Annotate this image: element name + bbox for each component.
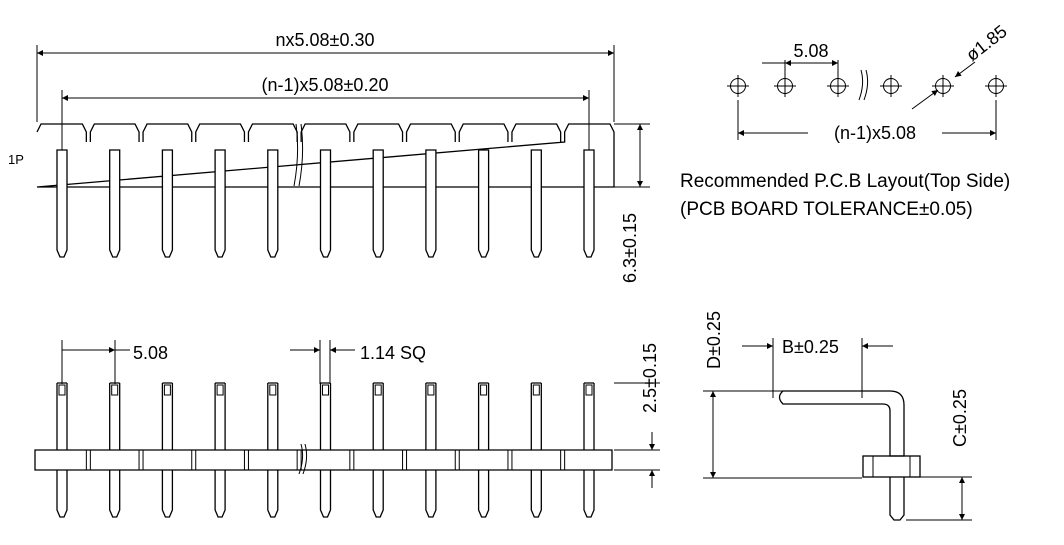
- front-pin: [109, 149, 121, 258]
- pcb-pitch-label: 5.08: [793, 41, 828, 61]
- side-pin-top: [214, 382, 226, 450]
- ra-lower-pin: [889, 477, 905, 521]
- side-pins: [56, 382, 595, 518]
- front-housing: [36, 123, 615, 188]
- dim-d-label: D±0.25: [704, 311, 724, 369]
- side-pin-bottom: [477, 470, 490, 518]
- side-pin-tip: [163, 384, 171, 396]
- side-housing: [34, 449, 613, 471]
- side-pin-tip: [374, 384, 382, 396]
- side-pitch-label: 5.08: [133, 343, 168, 363]
- pcb-break-mark: [858, 69, 869, 101]
- pcb-caption-2: (PCB BOARD TOLERANCE±0.05): [680, 199, 973, 220]
- side-pin-bottom: [161, 470, 174, 518]
- overall-length-label: nx5.08±0.30: [276, 30, 375, 50]
- upper-height-label: 2.5±0.15: [640, 343, 660, 413]
- side-pin-tip: [585, 384, 593, 396]
- side-pin-bottom: [319, 470, 332, 518]
- side-view: 5.08 1.14 SQ 2.5±0.15: [34, 340, 660, 518]
- ra-housing: [862, 455, 921, 478]
- pcb-span-label: (n-1)x5.08: [834, 123, 916, 143]
- front-pin: [214, 149, 226, 258]
- side-pin-top: [530, 382, 542, 450]
- height-label: 6.3±0.15: [620, 213, 640, 283]
- side-pin-top: [425, 382, 437, 450]
- side-pin-tip: [532, 384, 540, 396]
- side-pin-tip: [322, 384, 329, 396]
- bent-pin: [778, 390, 905, 457]
- pcb-hole: [932, 75, 954, 97]
- dim-c-label: C±0.25: [950, 389, 970, 447]
- pcb-hole: [727, 75, 749, 97]
- front-pin: [161, 149, 174, 258]
- side-pin-top: [372, 382, 384, 450]
- side-pin-bottom: [583, 470, 595, 518]
- side-pin-tip: [480, 384, 488, 396]
- pcb-layout: 5.08 ø1.85 (n-1)x5.08 Recommended P.C.B …: [680, 21, 1011, 220]
- side-pin-tip: [216, 384, 224, 396]
- side-pin-bottom: [56, 470, 68, 518]
- pcb-holes: [727, 75, 1007, 97]
- front-pin: [425, 149, 437, 258]
- front-pin: [56, 149, 68, 258]
- right-angle-view: B±0.25 D±0.25 C±0.25: [703, 311, 972, 521]
- side-pin-top: [583, 382, 595, 450]
- pitch-span-label: (n-1)x5.08±0.20: [262, 75, 389, 95]
- side-break-mark: [298, 443, 308, 475]
- side-pin-top: [267, 382, 279, 450]
- dim-b-label: B±0.25: [782, 337, 839, 357]
- pin1-label: 1P: [8, 152, 24, 167]
- side-pin-tip: [427, 384, 435, 396]
- front-pin: [319, 149, 332, 258]
- side-pin-top: [319, 382, 332, 450]
- side-pin-bottom: [530, 470, 542, 518]
- front-break-mark: [293, 123, 304, 187]
- front-pin: [530, 149, 542, 258]
- side-pin-tip: [58, 384, 66, 396]
- side-pin-top: [161, 382, 174, 450]
- hole-leader-2: [954, 61, 976, 78]
- side-blocks: [85, 450, 566, 470]
- pcb-hole: [985, 75, 1007, 97]
- front-pin: [477, 149, 490, 258]
- side-pin-bottom: [425, 470, 437, 518]
- pcb-hole: [880, 75, 902, 97]
- side-pin-tip: [269, 384, 277, 396]
- side-pin-bottom: [109, 470, 121, 518]
- front-pins: [56, 149, 595, 258]
- hole-diameter-label: ø1.85: [962, 21, 1011, 65]
- pcb-caption-1: Recommended P.C.B Layout(Top Side): [680, 171, 1010, 192]
- side-pin-bottom: [267, 470, 279, 518]
- front-pin: [583, 149, 595, 258]
- pin-size-label: 1.14 SQ: [360, 343, 426, 363]
- hole-leader-1: [911, 89, 939, 110]
- front-pin: [267, 149, 279, 258]
- side-pin-top: [477, 382, 490, 450]
- side-pin-bottom: [214, 470, 226, 518]
- front-view: nx5.08±0.30 (n-1)x5.08±0.20 1P 6.3±0.15: [8, 30, 650, 283]
- side-pin-tip: [111, 384, 119, 396]
- front-pin: [372, 149, 384, 258]
- side-pin-bottom: [372, 470, 384, 518]
